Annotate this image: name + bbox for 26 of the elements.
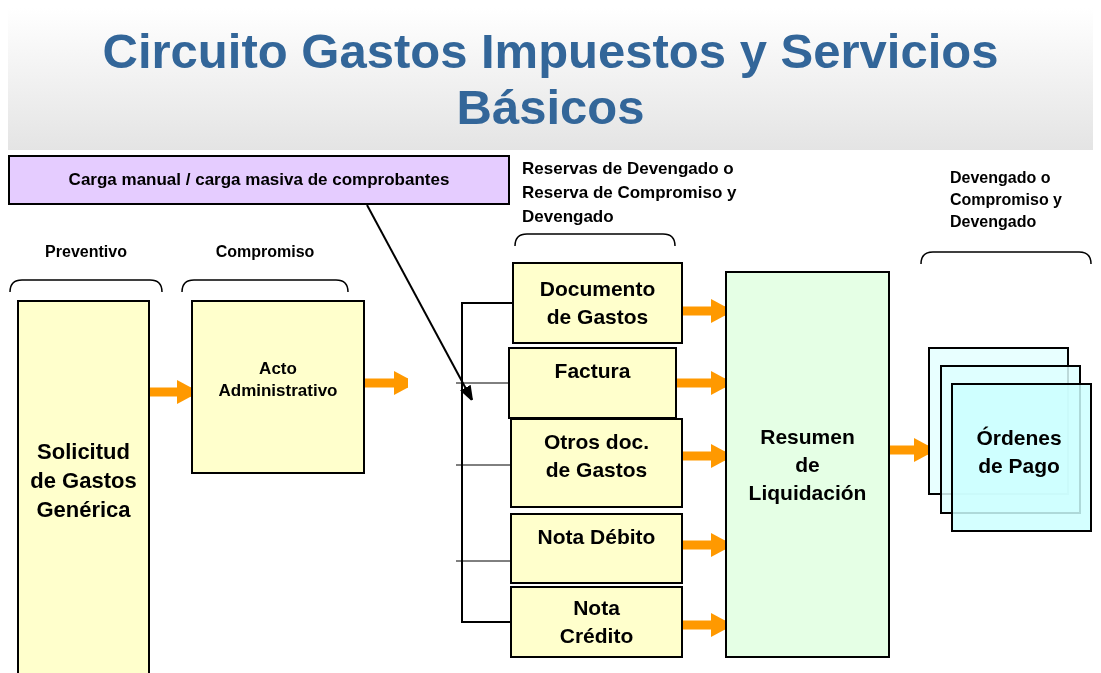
stage-label: Compromiso: [214, 242, 316, 262]
node-text: Documento de Gastos: [538, 276, 657, 330]
title: Circuito Gastos Impuestos y Servicios Básicos: [101, 23, 1000, 135]
node-text: Factura: [553, 358, 632, 384]
node-text: Órdenes de Pago: [975, 425, 1063, 479]
summary-box: [725, 271, 890, 658]
card-stack: [928, 347, 1092, 532]
node-text: Solicitud de Gastos Genérica: [29, 438, 138, 524]
node-text: Carga manual / carga masiva de comprobantes: [67, 169, 451, 192]
document-box: [510, 586, 683, 658]
node-text: Nota Débito: [536, 524, 657, 550]
document-box: [508, 347, 677, 419]
node-text: Otros doc. de Gastos: [543, 429, 650, 483]
stage-label: Preventivo: [44, 242, 128, 262]
document-box: [510, 513, 683, 584]
process-box: [191, 300, 365, 474]
input-box: [8, 155, 510, 205]
stage-label: Reservas de Devengado o Reserva de Compromiso y Devengado: [522, 158, 738, 228]
document-box: [512, 262, 683, 344]
connector-line: [461, 302, 513, 623]
node-text: Acto Administrativo: [217, 358, 339, 402]
node-text: Resumen de Liquidación: [748, 423, 867, 506]
stage-label: Devengado o Compromiso y Devengado: [950, 168, 1063, 232]
node-text: Nota Crédito: [558, 595, 635, 649]
process-box: [17, 300, 150, 673]
document-box: [510, 418, 683, 508]
